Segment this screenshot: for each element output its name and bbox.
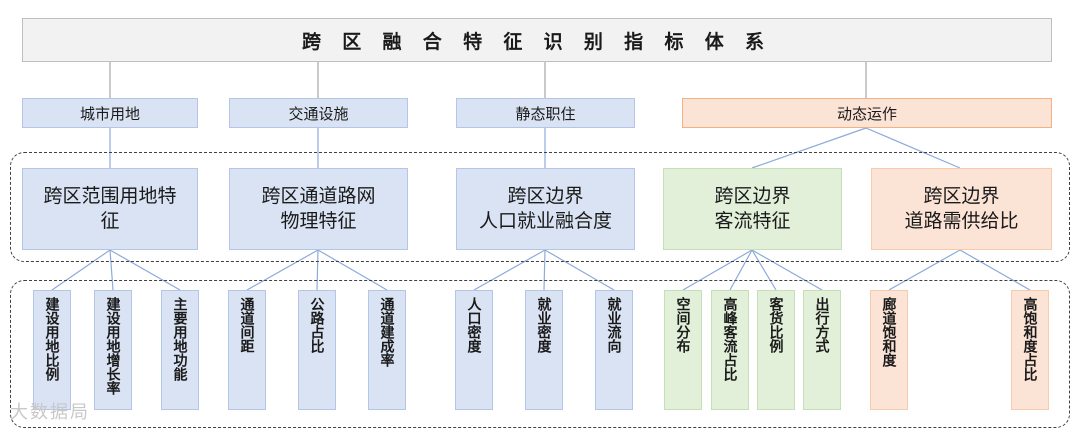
indicator-high-saturation-share: 高饱和度占比 xyxy=(1011,290,1049,410)
indicator-employment-density: 就业密度 xyxy=(525,290,563,410)
feature-group-frame xyxy=(10,152,1070,262)
category-land-use: 城市用地 xyxy=(22,98,198,128)
indicator-main-land-function: 主要用地功能 xyxy=(161,290,199,410)
indicator-channel-spacing: 通道间距 xyxy=(228,290,266,410)
indicator-travel-mode: 出行方式 xyxy=(803,290,841,410)
indicator-population-density: 人口密度 xyxy=(455,290,493,410)
feature-road-network: 跨区通道路网 物理特征 xyxy=(229,168,408,250)
diagram-title: 跨 区 融 合 特 征 识 别 指 标 体 系 xyxy=(22,18,1052,62)
feature-population-employment: 跨区边界 人口就业融合度 xyxy=(456,168,635,250)
indicator-spatial-distribution: 空间分布 xyxy=(664,290,702,410)
indicator-group-frame xyxy=(10,280,1070,428)
indicator-employment-flow: 就业流向 xyxy=(595,290,633,410)
feature-passenger-flow: 跨区边界 客流特征 xyxy=(663,168,842,250)
category-dynamic-operation: 动态运作 xyxy=(682,98,1052,128)
category-transport: 交通设施 xyxy=(229,98,408,128)
category-static-jobs-housing: 静态职住 xyxy=(456,98,635,128)
feature-road-demand-supply: 跨区边界 道路需供给比 xyxy=(871,168,1052,250)
indicator-highway-share: 公路占比 xyxy=(298,290,336,410)
indicator-peak-flow-share: 高峰客流占比 xyxy=(711,290,749,410)
indicator-channel-completion: 通道建成率 xyxy=(368,290,406,410)
watermark: 大数据局 xyxy=(10,402,90,422)
indicator-corridor-saturation: 廊道饱和度 xyxy=(870,290,908,410)
indicator-passenger-freight-ratio: 客货比例 xyxy=(757,290,795,410)
feature-land-use: 跨区范围用地特 征 xyxy=(22,168,198,250)
indicator-construction-land-ratio: 建设用地比例 xyxy=(33,290,71,410)
indicator-construction-land-growth: 建设用地增长率 xyxy=(94,290,132,410)
